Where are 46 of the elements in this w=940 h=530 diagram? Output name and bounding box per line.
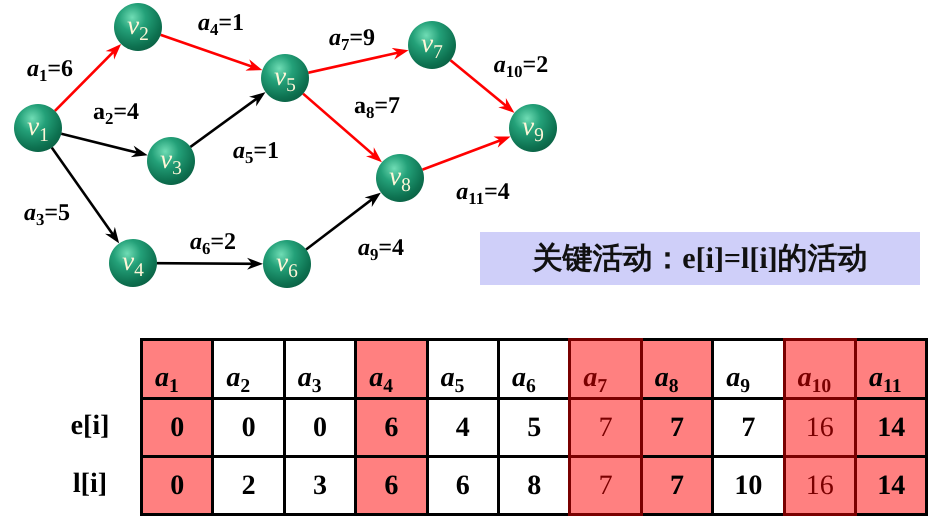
edge-label: a$_{7}$=9	[328, 26, 376, 50]
highlighted-cell: 14	[854, 397, 928, 458]
arrow	[302, 92, 382, 162]
arrow	[190, 92, 266, 148]
vertex-circle: v$_{1}$	[14, 104, 62, 152]
arrow	[54, 44, 122, 112]
edge-label: a$_{5}$=1	[232, 139, 280, 163]
arrow	[157, 258, 263, 270]
arrow	[308, 48, 409, 74]
highlighted-cell: 16	[782, 455, 857, 516]
edge-label: a$_{11}$=4	[456, 180, 510, 204]
column-header: a$_{11}$	[854, 338, 928, 400]
column-header: a$_{7}$	[568, 338, 643, 400]
column-header: a$_{10}$	[782, 338, 857, 400]
vertex-circle: v$_{6}$	[263, 240, 311, 288]
column-header: a$_{4}$	[354, 338, 429, 400]
edge-label: a$_{9}$=4	[358, 236, 404, 260]
vertex-circle: v$_{5}$	[261, 54, 309, 102]
vertex-circle: v$_{8}$	[376, 154, 424, 202]
vertex-circle: v$_{3}$	[147, 137, 195, 185]
edge-label: a$_{3}$=5	[24, 201, 70, 225]
vertex-circle: v$_{9}$	[509, 104, 557, 152]
note-box: 关键活动：e[i]=l[i]的活动	[480, 232, 920, 285]
highlighted-cell: 7	[568, 455, 643, 516]
vertex-circle: v$_{2}$	[114, 3, 162, 51]
vertex-circle: v$_{7}$	[408, 21, 456, 69]
arrow	[305, 192, 381, 251]
arrow	[160, 34, 262, 71]
edge-label: a$_{8}$=7	[354, 94, 400, 118]
edge-label: a$_{1}$=6	[26, 57, 74, 81]
row-label: l[i]	[72, 470, 108, 498]
edge-label: a$_{2}$=4	[92, 100, 140, 124]
edge-label: a$_{4}$=1	[198, 11, 244, 35]
vertex-circle: v$_{4}$	[109, 239, 157, 287]
arrow	[60, 132, 148, 158]
edge-label: a$_{6}$=2	[190, 230, 236, 254]
highlighted-cell: 6	[354, 397, 429, 458]
highlighted-cell: 7	[568, 397, 643, 458]
edge-label: a$_{10}$=2	[494, 53, 548, 77]
arrow	[50, 146, 120, 244]
highlighted-cell: 6	[354, 455, 429, 516]
arrow	[450, 59, 514, 113]
highlighted-cell: 14	[854, 455, 928, 516]
arrow	[422, 136, 511, 171]
row-label: e[i]	[70, 412, 110, 440]
highlighted-cell: 16	[782, 397, 857, 458]
